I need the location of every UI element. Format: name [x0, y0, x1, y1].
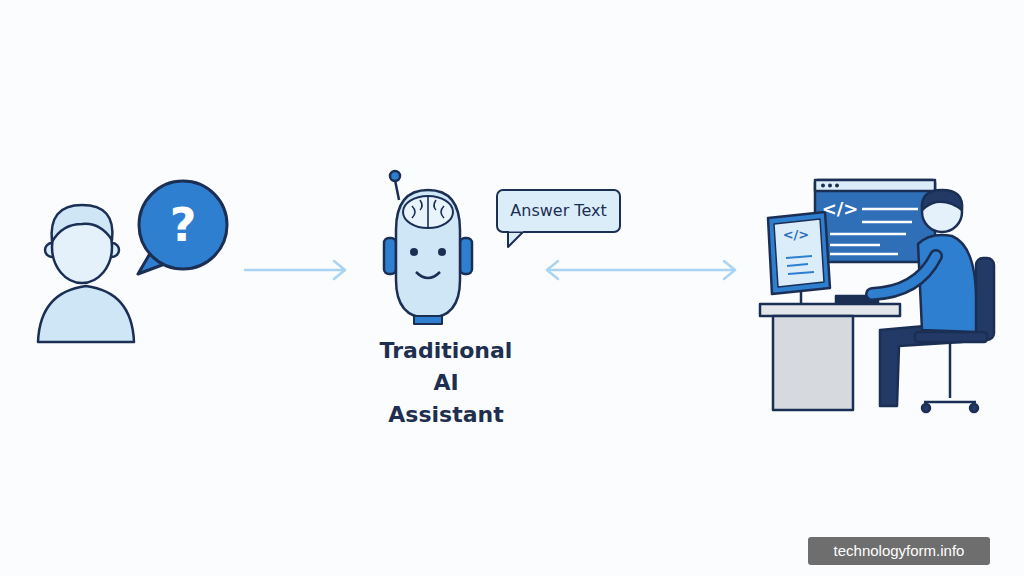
arm-outline	[872, 256, 936, 294]
bubble-seam	[509, 229, 523, 232]
chair-back	[976, 258, 994, 340]
developer-hair	[922, 190, 962, 210]
small-monitor	[768, 212, 830, 294]
big-screen	[815, 180, 935, 262]
chair-post	[949, 342, 952, 398]
desk-top	[760, 304, 900, 316]
assistant-label: Traditional AI Assistant	[376, 335, 516, 431]
window-dot	[828, 184, 832, 188]
person-with-question: ?	[30, 180, 245, 345]
chair-base	[924, 401, 976, 404]
question-mark: ?	[153, 198, 213, 252]
monitor-screen	[774, 219, 824, 287]
developer-body	[918, 235, 976, 332]
bubble-text: Answer Text	[497, 190, 620, 232]
developer-workstation: </> </>	[735, 172, 1000, 417]
code-symbol: </>	[820, 198, 860, 220]
window-dot	[835, 184, 839, 188]
bubble-box	[497, 190, 620, 232]
robot-antenna	[395, 180, 399, 200]
chair-wheel	[970, 404, 978, 412]
question-bubble	[138, 181, 227, 274]
robot-ear	[460, 238, 472, 274]
desk-drawer	[773, 316, 853, 410]
arrow-head	[547, 261, 558, 279]
robot-icon	[384, 171, 472, 324]
arrow-head	[334, 261, 345, 279]
monitor-lines	[786, 256, 814, 274]
bubble-tail	[508, 231, 524, 247]
antenna-ball	[390, 171, 400, 181]
robot-eye	[410, 248, 418, 256]
code-symbol: </>	[778, 226, 814, 244]
flow-arrow	[547, 261, 735, 279]
person-hair	[52, 205, 113, 242]
arrow-head	[724, 261, 735, 279]
window-dot	[821, 184, 825, 188]
developer-illustration	[760, 180, 994, 412]
monitor-stand	[800, 292, 803, 304]
brain-folds	[412, 197, 444, 228]
robot-head	[396, 190, 460, 318]
chair-seat	[915, 332, 987, 342]
watermark: technologyform.info	[808, 537, 990, 565]
developer-arm	[872, 256, 936, 294]
person-body	[38, 286, 134, 342]
arrow-line	[245, 269, 345, 272]
screen-bar	[815, 180, 935, 191]
speech-bubble: Answer Text	[497, 190, 620, 232]
robot-ear	[384, 238, 396, 274]
flow-arrow	[245, 261, 345, 279]
arrow-line	[547, 269, 735, 272]
chair-wheel	[922, 404, 930, 412]
bubble-circle	[139, 181, 227, 269]
robot-smile	[416, 272, 440, 278]
person-icon	[38, 205, 134, 342]
answer-bubble	[497, 190, 620, 247]
robot-neck	[414, 316, 442, 324]
robot-brain	[403, 196, 453, 228]
robot-eye	[438, 248, 446, 256]
